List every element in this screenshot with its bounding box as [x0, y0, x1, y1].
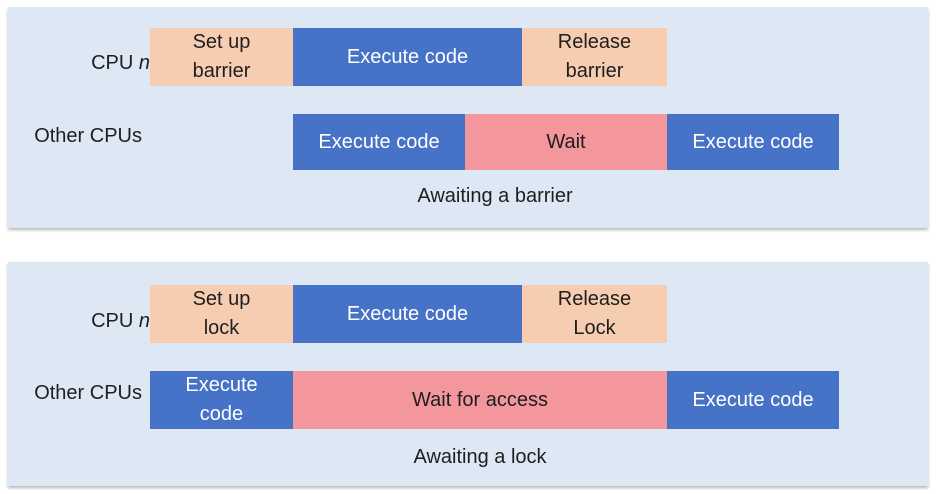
other-cpus-row-label: Other CPUs	[34, 382, 142, 404]
wait-block: Wait	[465, 114, 667, 170]
cpu-n-execute-code-block: Execute code	[293, 28, 522, 86]
other-execute-code-block-2: Execute code	[667, 114, 839, 170]
cpu-n-execute-code-block: Execute code	[293, 285, 522, 343]
barrier-caption: Awaiting a barrier	[417, 185, 573, 207]
other-execute-code-block-2: Execute code	[667, 371, 839, 429]
release-lock-block: Release Lock	[522, 285, 667, 343]
cpu-n-row-label: CPU n	[91, 310, 150, 332]
lock-caption: Awaiting a lock	[413, 446, 547, 468]
setup-lock-block: Set up lock	[150, 285, 293, 343]
barrier-panel: CPU n Set up barrier Execute code Releas…	[8, 7, 928, 228]
wait-for-access-block: Wait for access	[293, 371, 667, 429]
cpu-n-row-label: CPU n	[91, 52, 150, 74]
setup-barrier-block: Set up barrier	[150, 28, 293, 86]
release-barrier-block: Release barrier	[522, 28, 667, 86]
other-cpus-row-label: Other CPUs	[34, 125, 142, 147]
other-execute-code-block-1: Execute code	[293, 114, 465, 170]
other-execute-code-block-1: Execute code	[150, 371, 293, 429]
lock-panel: CPU n Set up lock Execute code Release L…	[8, 262, 928, 486]
